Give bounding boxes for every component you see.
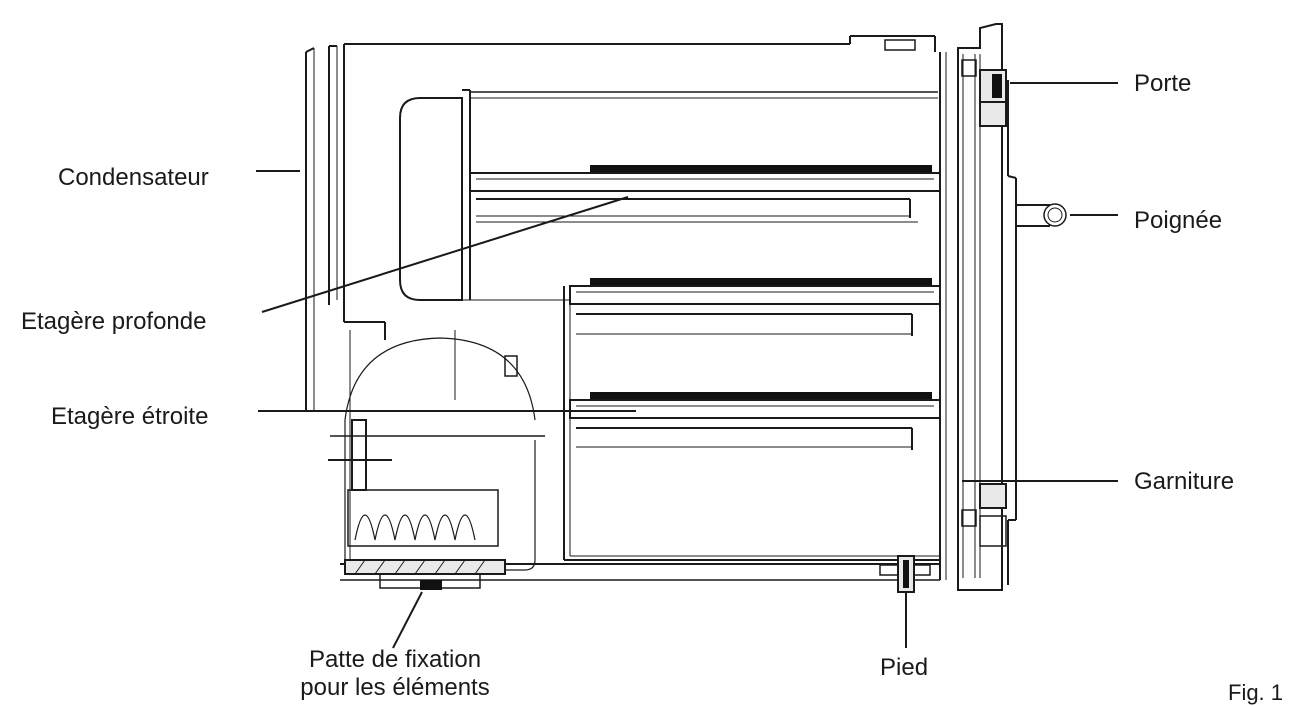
figure-label: Fig. 1 — [1228, 680, 1284, 705]
label-garniture: Garniture — [1134, 468, 1235, 495]
foot — [879, 555, 931, 593]
label-poignee: Poignée — [1134, 207, 1223, 234]
cabinet-body — [340, 35, 947, 581]
inner-liner — [469, 222, 940, 561]
narrow-shelf — [569, 392, 941, 450]
label-patte-line2: pour les éléments — [300, 674, 490, 701]
label-patte-de-fixation: Patte de fixation pour les éléments — [270, 646, 520, 702]
condenser-grid — [305, 45, 338, 412]
label-pied: Pied — [880, 654, 929, 681]
handle — [1016, 203, 1067, 227]
door — [957, 23, 1017, 591]
leader-lines — [256, 82, 1118, 649]
compressor-compartment — [328, 321, 545, 590]
label-patte-line1: Patte de fixation — [308, 646, 482, 673]
middle-shelf — [569, 278, 941, 336]
label-porte: Porte — [1134, 70, 1192, 97]
label-etagere-etroite: Etagère étroite — [51, 403, 209, 430]
label-etagere-profonde: Etagère profonde — [21, 308, 207, 335]
deep-shelf — [469, 165, 941, 223]
label-condensateur: Condensateur — [58, 164, 209, 191]
evaporator-unit — [399, 89, 938, 301]
